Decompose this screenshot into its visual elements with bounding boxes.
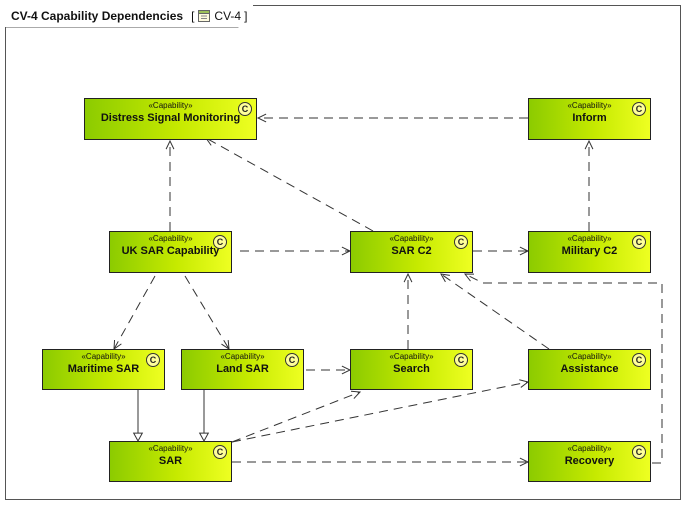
dependency-sar-to-recovery[interactable]: [232, 457, 530, 467]
node-sar[interactable]: «Capability» SAR C: [109, 441, 232, 482]
class-c-icon: C: [454, 235, 468, 249]
class-c-icon: C: [632, 445, 646, 459]
dependency-recovery-to-sarc2[interactable]: [463, 273, 663, 464]
node-search[interactable]: «Capability» Search C: [350, 349, 473, 390]
diagram-icon: [197, 9, 211, 23]
node-stereotype: «Capability»: [81, 352, 126, 361]
node-label: Search: [393, 363, 430, 375]
class-c-icon: C: [285, 353, 299, 367]
class-c-icon: C: [213, 235, 227, 249]
node-label: SAR C2: [391, 245, 432, 257]
node-stereotype: «Capability»: [148, 444, 193, 453]
diagram-reference[interactable]: [ CV-4 ]: [191, 9, 247, 23]
dependency-sarc2-to-distress[interactable]: [204, 137, 374, 232]
class-c-icon: C: [146, 353, 160, 367]
dependency-uksar-to-sarc2[interactable]: [240, 246, 352, 256]
class-c-icon: C: [213, 445, 227, 459]
node-label: SAR: [158, 455, 183, 467]
reference-name: CV-4: [214, 9, 242, 23]
node-label: Recovery: [564, 455, 615, 467]
node-stereotype: «Capability»: [148, 101, 193, 110]
node-stereotype: «Capability»: [567, 352, 612, 361]
node-military-c2[interactable]: «Capability» Military C2 C: [528, 231, 651, 273]
arrowhead: [403, 272, 413, 283]
diagram-title: CV-4 Capability Dependencies: [11, 9, 184, 23]
dependency-uksar-to-land[interactable]: [184, 275, 230, 350]
dependency-assistance-to-sarc2[interactable]: [440, 273, 550, 350]
arrowhead: [165, 139, 175, 150]
diagram-title-tab: CV-4 Capability Dependencies [ CV-4 ]: [5, 5, 254, 27]
dependency-inform-to-distress[interactable]: [256, 113, 528, 123]
node-assistance[interactable]: «Capability» Assistance C: [528, 349, 651, 390]
dependency-sarc2-to-milc2[interactable]: [473, 246, 530, 256]
generalization-maritime-to-sar[interactable]: [132, 390, 144, 443]
dependency-uksar-to-maritime[interactable]: [113, 275, 156, 351]
class-c-icon: C: [632, 235, 646, 249]
node-distress-signal-monitoring[interactable]: «Capability» Distress Signal Monitoring …: [84, 98, 257, 140]
node-uk-sar-capability[interactable]: «Capability» UK SAR Capability C: [109, 231, 232, 273]
node-inform[interactable]: «Capability» Inform C: [528, 98, 651, 140]
dependency-uksar-to-distress[interactable]: [165, 139, 175, 231]
arrowhead: [584, 139, 594, 150]
node-label: Military C2: [561, 245, 618, 257]
arrowhead: [350, 390, 362, 399]
node-label: Assistance: [560, 363, 619, 375]
arrowhead: [463, 273, 475, 282]
arrowhead: [519, 379, 530, 388]
dependency-search-to-sarc2[interactable]: [403, 272, 413, 349]
arrowhead: [113, 339, 122, 351]
dependency-sar-to-search[interactable]: [231, 390, 362, 443]
node-sar-c2[interactable]: «Capability» SAR C2 C: [350, 231, 473, 273]
arrowhead: [256, 113, 267, 123]
node-land-sar[interactable]: «Capability» Land SAR C: [181, 349, 304, 390]
class-c-icon: C: [632, 102, 646, 116]
dependency-milc2-to-inform[interactable]: [584, 139, 594, 231]
node-stereotype: «Capability»: [567, 101, 612, 110]
node-stereotype: «Capability»: [220, 352, 265, 361]
node-stereotype: «Capability»: [389, 234, 434, 243]
class-c-icon: C: [238, 102, 252, 116]
dependency-land-to-search[interactable]: [306, 365, 352, 375]
node-stereotype: «Capability»: [567, 234, 612, 243]
node-label: Distress Signal Monitoring: [100, 112, 241, 124]
node-recovery[interactable]: «Capability» Recovery C: [528, 441, 651, 482]
node-stereotype: «Capability»: [567, 444, 612, 453]
node-stereotype: «Capability»: [389, 352, 434, 361]
node-label: UK SAR Capability: [121, 245, 220, 257]
class-c-icon: C: [632, 353, 646, 367]
node-label: Inform: [572, 112, 607, 124]
node-maritime-sar[interactable]: «Capability» Maritime SAR C: [42, 349, 165, 390]
arrowhead: [132, 432, 144, 443]
arrowhead: [440, 273, 450, 283]
node-label: Land SAR: [216, 363, 269, 375]
reference-open-bracket: [: [191, 9, 195, 23]
arrowhead: [198, 432, 210, 443]
generalization-land-to-sar[interactable]: [198, 390, 210, 443]
class-c-icon: C: [454, 353, 468, 367]
node-label: Maritime SAR: [67, 363, 140, 375]
reference-close-bracket: ]: [244, 9, 248, 23]
node-stereotype: «Capability»: [148, 234, 193, 243]
